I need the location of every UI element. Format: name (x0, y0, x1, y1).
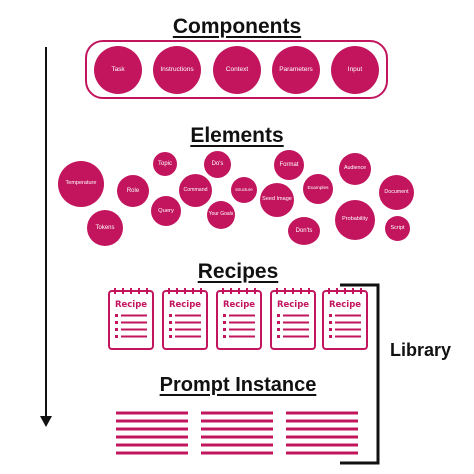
prompt-column (286, 411, 358, 455)
element-command: Command (179, 174, 212, 207)
element-seed-image: Seed Image (260, 183, 294, 217)
library-bracket (340, 283, 380, 465)
prompt-column (201, 411, 273, 455)
element-format: Format (274, 150, 304, 180)
elements-heading: Elements (190, 124, 284, 147)
prompt-instance-heading: Prompt Instance (159, 374, 317, 396)
element-examples: Examples (303, 174, 333, 204)
recipe-title: Recipe (223, 300, 255, 310)
element-topic: Topic (153, 152, 177, 176)
recipe-card: Recipe (162, 288, 208, 350)
recipe-card: Recipe (322, 288, 368, 350)
component-input: Input (331, 46, 379, 94)
element-script: Script (385, 216, 410, 241)
library-label: Library (390, 340, 452, 360)
element-tokens: Tokens (87, 210, 123, 246)
recipe-card: Recipe (270, 288, 316, 350)
element-donts: Don'ts (288, 217, 320, 245)
component-context: Context (213, 46, 261, 94)
recipe-title: Recipe (329, 300, 361, 310)
recipe-cards: Recipe Recipe Recipe Recipe (108, 288, 368, 350)
element-your-goals: Your Goals (207, 201, 235, 229)
element-dos: Do's (204, 151, 231, 178)
recipe-title: Recipe (115, 300, 147, 310)
recipe-card: Recipe (108, 288, 154, 350)
flow-arrow-head (40, 416, 52, 427)
element-audience: Audience (339, 153, 371, 185)
component-instructions: Instructions (153, 46, 201, 94)
element-document: Document (379, 175, 414, 210)
components-heading: Components (172, 15, 302, 38)
prompt-instance-lines (116, 411, 358, 455)
element-structure: structure (231, 177, 257, 203)
recipe-title: Recipe (169, 300, 201, 310)
component-task: Task (94, 46, 142, 94)
components-container (85, 40, 388, 99)
recipe-title: Recipe (277, 300, 309, 310)
element-probability: Probability (335, 200, 375, 240)
element-temperature: Temperature (58, 161, 104, 207)
element-query: Query (151, 196, 181, 226)
recipes-heading: Recipes (197, 260, 279, 283)
element-role: Role (117, 175, 149, 207)
component-parameters: Parameters (272, 46, 320, 94)
recipe-card: Recipe (216, 288, 262, 350)
prompt-column (116, 411, 188, 455)
